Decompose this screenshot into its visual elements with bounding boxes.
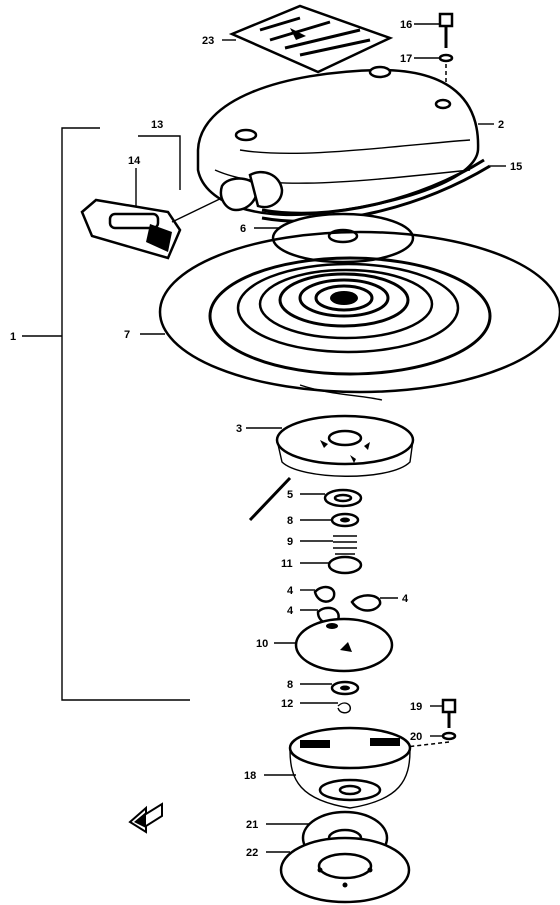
bracket-13 bbox=[138, 135, 181, 190]
part-starter-cup bbox=[288, 726, 412, 809]
part-washer-8-bottom bbox=[330, 680, 360, 696]
callout-3: 3 bbox=[236, 423, 242, 435]
callout-2: 2 bbox=[498, 119, 504, 131]
callout-1: 1 bbox=[10, 331, 16, 343]
callout-13: 13 bbox=[151, 119, 163, 131]
callout-12: 12 bbox=[281, 698, 293, 710]
callout-8a: 8 bbox=[287, 515, 293, 527]
part-recoil-spring bbox=[158, 230, 560, 401]
part-spring-9 bbox=[333, 535, 357, 555]
assembly-bracket bbox=[22, 127, 190, 701]
callout-21: 21 bbox=[246, 819, 258, 831]
callout-8b: 8 bbox=[287, 679, 293, 691]
callout-20: 20 bbox=[410, 731, 422, 743]
part-starter-handle bbox=[80, 170, 284, 260]
part-base-plate bbox=[279, 836, 411, 904]
callout-9: 9 bbox=[287, 536, 293, 548]
part-bolt-top bbox=[438, 12, 454, 98]
callout-18: 18 bbox=[244, 770, 256, 782]
part-reel bbox=[248, 414, 415, 522]
callout-5: 5 bbox=[287, 489, 293, 501]
part-ratchet-plate bbox=[294, 617, 394, 673]
part-pawl-right bbox=[350, 594, 382, 612]
callout-10: 10 bbox=[256, 638, 268, 650]
arrow-icon bbox=[128, 802, 163, 834]
callout-labels: 1 2 3 4 4 4 5 6 7 8 8 9 10 11 12 13 14 1… bbox=[10, 19, 522, 859]
part-plate-washer bbox=[271, 212, 415, 264]
callout-7: 7 bbox=[124, 329, 130, 341]
part-pawl-left bbox=[313, 585, 336, 603]
callout-4c: 4 bbox=[402, 593, 409, 605]
callout-16: 16 bbox=[400, 19, 412, 31]
callout-4b: 4 bbox=[287, 605, 294, 617]
part-label-plate bbox=[228, 4, 394, 74]
part-washer-11 bbox=[327, 555, 363, 575]
leader-lines bbox=[135, 23, 506, 853]
callout-17: 17 bbox=[400, 53, 412, 65]
callout-19: 19 bbox=[410, 701, 422, 713]
callout-4a: 4 bbox=[287, 585, 294, 597]
part-washer-8-top bbox=[330, 512, 360, 528]
part-washer-5 bbox=[323, 488, 363, 508]
callout-15: 15 bbox=[510, 161, 522, 173]
callout-14: 14 bbox=[128, 155, 141, 167]
callout-23: 23 bbox=[202, 35, 214, 47]
callout-6: 6 bbox=[240, 223, 246, 235]
callout-11: 11 bbox=[281, 558, 293, 570]
part-clip-12 bbox=[337, 702, 351, 714]
callout-22: 22 bbox=[246, 847, 258, 859]
part-gasket bbox=[261, 158, 491, 223]
